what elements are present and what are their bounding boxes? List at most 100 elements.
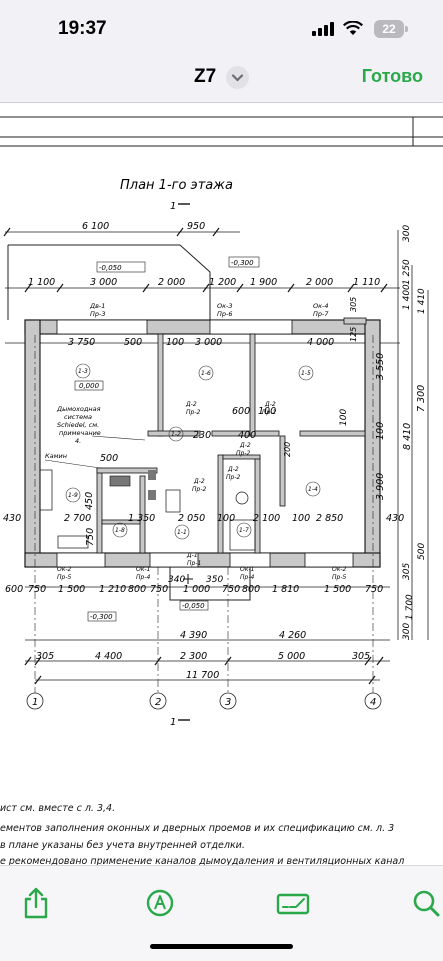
window-label-ok2-left-pr: Пр-5 (57, 574, 71, 581)
axis-2: 2 (155, 697, 161, 708)
window-label-ok3-pr: Пр-6 (217, 310, 233, 318)
side-dim-1: 300 (402, 225, 412, 242)
side-dim-3: 1 400 (402, 284, 412, 310)
row-dim-7: 100 (292, 513, 310, 524)
door-label-4: Д-2 (193, 478, 205, 485)
left-dim-4: 350 (206, 575, 223, 585)
note-line-4: е рекомендовано применение каналов дымоу… (0, 856, 405, 865)
side-dim-5: 305 (349, 297, 358, 312)
fireplace-label: Камин (45, 452, 67, 460)
side-dim-13: 305 (402, 563, 412, 580)
side-dim-4: 1 410 (417, 288, 427, 314)
home-indicator (150, 944, 293, 949)
row-dim-9: 430 (386, 513, 404, 524)
room-1-8: 1-8 (115, 527, 125, 534)
room-dim-3: 100 (166, 337, 184, 348)
side-dim-9: 8 410 (402, 423, 413, 450)
signature-icon[interactable] (276, 886, 310, 920)
door-label-4-pr: Пр-2 (192, 486, 206, 493)
document-view[interactable]: План 1-го этажа 1 1 (0, 103, 443, 865)
room-dim-4: 3 000 (195, 337, 222, 348)
room-1-7: 1-7 (239, 527, 249, 534)
wifi-icon (343, 21, 363, 35)
axis-1: 1 (32, 697, 38, 708)
status-time: 19:37 (58, 18, 107, 39)
mid-dim-3: 230 (193, 430, 211, 441)
room-1-4: 1-4 (308, 486, 318, 493)
top-dim-1: 6 100 (82, 221, 109, 232)
window-label-ok3: Ок-3 (217, 302, 233, 310)
window-label-ok2-right: Ок-2 (332, 566, 347, 573)
top-dim-6: 1 200 (209, 277, 236, 288)
bottom1-dim-1: 600 (5, 584, 23, 595)
total-width: 11 700 (186, 670, 219, 681)
battery-level: 22 (374, 20, 404, 38)
window-label-ok1-left-pr: Пр-4 (136, 574, 150, 581)
room-1-2: 1-2 (171, 431, 181, 438)
window-label-ok4-pr: Пр-7 (313, 310, 329, 318)
room-1-3: 1-3 (78, 368, 88, 375)
row-dim-6: 2 100 (253, 513, 280, 524)
bottom1-dim-12: 750 (365, 584, 383, 595)
side-dim-14: 1 700 (405, 594, 415, 620)
bottom2-dim-2: 4 260 (279, 630, 306, 641)
room-1-9: 1-9 (68, 492, 78, 499)
bottom1-dim-9: 800 (242, 584, 260, 595)
level-porch-top: -0,050 (99, 264, 122, 272)
nav-bar (0, 60, 443, 103)
bottom3-dim-5: 305 (352, 651, 370, 662)
level-porch-bottom: -0,050 (182, 602, 205, 610)
window-label-ok2-right-pr: Пр-5 (332, 574, 346, 581)
floor-plan-drawing: План 1-го этажа 1 1 (0, 116, 443, 728)
done-button[interactable]: Готово (361, 66, 423, 86)
note-line-2: ементов заполнения оконных и дверных про… (0, 823, 395, 834)
search-icon[interactable] (412, 886, 442, 920)
side-dim-12: 500 (417, 543, 427, 560)
left-dim-2: 750 (85, 528, 96, 546)
door-label-1-pr: Пр-2 (186, 409, 200, 416)
bottom1-dim-7: 1 000 (183, 584, 210, 595)
bottom1-dim-4: 1 210 (99, 584, 126, 595)
bottom1-dim-3: 1 500 (58, 584, 85, 595)
room-dim-2: 500 (124, 337, 142, 348)
bottom3-dim-4: 5 000 (278, 651, 305, 662)
chimney-note-1: Дымоходная (56, 405, 101, 413)
left-dim-3: 340 (168, 575, 185, 585)
chimney-note-5: 4. (75, 437, 81, 445)
bottom1-dim-2: 750 (28, 584, 46, 595)
mid-dim-6: 200 (283, 442, 292, 457)
door-label-6: Д-1 (186, 552, 198, 559)
side-dim-8: 7 300 (416, 385, 427, 412)
bottom1-dim-10: 1 810 (272, 584, 299, 595)
markup-icon[interactable] (145, 886, 175, 920)
window-label-ok2-left: Ок-2 (57, 566, 72, 573)
note-line-1: ист см. вместе с л. 3,4. (0, 803, 116, 814)
level-ground: -0,300 (90, 613, 113, 621)
row-dim-8: 2 850 (316, 513, 343, 524)
cellular-signal-icon (312, 22, 334, 36)
bottom1-dim-11: 1 500 (324, 584, 351, 595)
door-label-6-pr: Пр-1 (187, 560, 201, 567)
title-menu-button[interactable] (226, 66, 249, 89)
row-dim-5: 100 (217, 513, 235, 524)
room-dim-1: 3 750 (68, 337, 95, 348)
document-title[interactable]: Z7 (194, 66, 217, 87)
section-mark-top: 1 (170, 201, 176, 212)
room-dim-5: 4 000 (307, 337, 334, 348)
bottom3-dim-1: 305 (36, 651, 54, 662)
door-label-5-pr: Пр-2 (226, 474, 240, 481)
bottom1-dim-8: 750 (222, 584, 240, 595)
level-floor: 0,000 (79, 382, 100, 390)
bottom1-dim-5: 800 (128, 584, 146, 595)
top-dim-5: 2 000 (158, 277, 185, 288)
row-dim-4: 2 050 (178, 513, 205, 524)
share-icon[interactable] (21, 886, 51, 920)
bottom3-dim-3: 2 300 (180, 651, 207, 662)
plan-title: План 1-го этажа (120, 178, 233, 193)
row-dim-2: 2 700 (64, 513, 91, 524)
chimney-note-4: примечание (59, 429, 101, 437)
battery-tip (405, 26, 408, 32)
status-bar: 19:37 22 (0, 0, 443, 60)
door-label-1: Д-2 (185, 401, 197, 408)
top-dim-7: 1 900 (250, 277, 277, 288)
